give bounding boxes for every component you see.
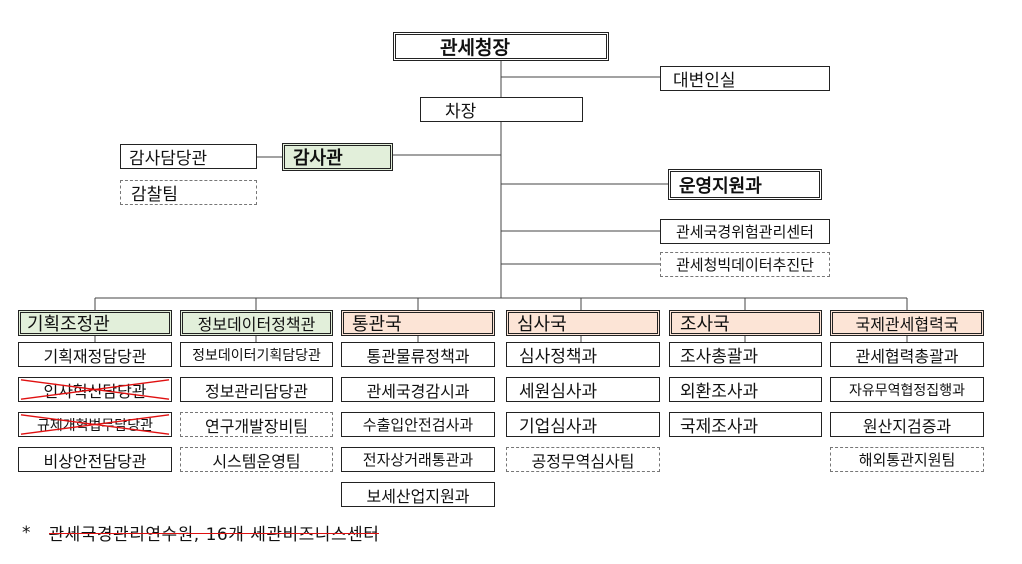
unit-label: 심사정책과 [519,347,598,367]
unit-label-crossed: 규제개혁법무담당관 [37,417,153,434]
unit-box: 외환조사과 [669,377,822,402]
footnote: * 관세국경관리연수원, 16개 세관비즈니스센터 [22,520,380,545]
unit-box: 기획재정담당관 [18,342,172,367]
commissioner-label: 관세청장 [440,37,510,59]
unit-box-crossed: 인사혁신담당관 [18,377,172,402]
unit-box: 기업심사과 [506,412,660,437]
unit-label: 보세산업지원과 [366,486,470,506]
bureau-title-international: 국제관세협력국 [855,315,959,334]
inspection-team-box: 감찰팀 [120,180,257,205]
border-risk-center-label: 관세국경위험관리센터 [675,223,814,241]
unit-label: 관세협력총괄과 [855,346,959,366]
bureau-header-investigation: 조사국 [669,310,822,336]
bigdata-unit-label: 관세청빅데이터추진단 [675,256,814,274]
unit-box: 자유무역협정집행과 [830,377,984,402]
unit-label: 세원심사과 [519,382,598,402]
unit-label: 외환조사과 [680,382,759,402]
unit-box: 해외통관지원팀 [830,447,984,472]
bureau-title-customs-clearance: 통관국 [352,314,402,335]
inspection-team-label: 감찰팀 [131,185,178,205]
unit-label: 정보관리담당관 [204,381,309,401]
unit-label: 수출입안전검사과 [362,416,474,434]
bureau-title-audit: 심사국 [517,314,567,335]
unit-label-crossed: 인사혁신담당관 [43,381,147,401]
bureau-header-customs-clearance: 통관국 [341,310,495,336]
operations-support-box: 운영지원과 [668,169,822,200]
spokesperson-label: 대변인실 [673,71,736,91]
unit-label: 해외통관지원팀 [858,451,956,469]
bureau-title-investigation: 조사국 [680,314,730,335]
bureau-title-planning: 기획조정관 [27,314,110,335]
audit-officer-label: 감사관 [293,148,343,169]
unit-box: 관세국경감시과 [341,377,495,402]
unit-label: 비상안전담당관 [43,451,147,471]
unit-box: 심사정책과 [506,342,660,367]
footnote-marker: * [22,522,31,543]
unit-label: 국제조사과 [680,417,759,437]
unit-label: 조사총괄과 [680,347,759,367]
audit-officer-box: 감사관 [282,143,393,171]
bureau-header-data-policy: 정보데이터정책관 [180,310,333,336]
commissioner-box: 관세청장 [393,32,609,61]
footnote-text-struck: 관세국경관리연수원, 16개 세관비즈니스센터 [48,520,380,545]
unit-box: 통관물류정책과 [341,342,495,367]
unit-label: 공정무역심사팀 [531,451,635,471]
unit-label: 시스템운영팀 [212,451,301,471]
unit-label: 원산지검증과 [862,416,952,436]
bureau-header-audit: 심사국 [506,310,660,336]
bureau-header-international: 국제관세협력국 [830,310,984,336]
unit-box: 정보데이터기획담당관 [180,342,333,367]
bureau-title-data-policy: 정보데이터정책관 [197,315,316,334]
unit-box: 시스템운영팀 [180,447,333,472]
unit-box: 관세협력총괄과 [830,342,984,367]
unit-box: 세원심사과 [506,377,660,402]
deputy-label: 차장 [445,102,477,122]
unit-label: 기업심사과 [519,417,598,437]
bureau-header-planning: 기획조정관 [18,310,172,336]
unit-label: 연구개발장비팀 [204,416,309,436]
operations-support-label: 운영지원과 [679,175,762,197]
audit-staff-label: 감사담당관 [129,149,208,169]
deputy-box: 차장 [420,97,583,122]
unit-label: 전자상거래통관과 [362,451,474,469]
unit-box: 비상안전담당관 [18,447,172,472]
unit-label: 통관물류정책과 [366,346,470,366]
unit-box: 보세산업지원과 [341,482,495,507]
unit-label: 정보데이터기획담당관 [192,347,321,364]
unit-label: 자유무역협정집행과 [849,382,965,399]
audit-staff-box: 감사담당관 [120,144,257,169]
unit-box: 수출입안전검사과 [341,412,495,437]
unit-box: 조사총괄과 [669,342,822,367]
unit-label: 기획재정담당관 [43,346,147,366]
border-risk-center-box: 관세국경위험관리센터 [660,219,830,244]
unit-box: 전자상거래통관과 [341,447,495,472]
unit-label: 관세국경감시과 [366,381,470,401]
strike-line [48,532,380,534]
spokesperson-box: 대변인실 [660,66,830,91]
bigdata-unit-box: 관세청빅데이터추진단 [660,252,830,277]
footnote-text: 관세국경관리연수원, 16개 세관비즈니스센터 [48,525,380,545]
unit-box-crossed: 규제개혁법무담당관 [18,412,172,437]
unit-box: 국제조사과 [669,412,822,437]
unit-box: 연구개발장비팀 [180,412,333,437]
unit-box: 원산지검증과 [830,412,984,437]
unit-box: 공정무역심사팀 [506,447,660,472]
unit-box: 정보관리담당관 [180,377,333,402]
